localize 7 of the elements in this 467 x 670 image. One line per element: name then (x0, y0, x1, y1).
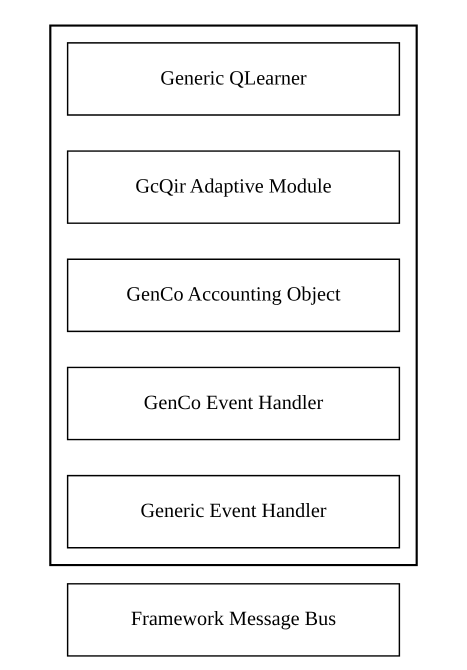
node-box: GenCo Accounting Object (66, 258, 400, 332)
node-box: Generic Event Handler (66, 474, 400, 548)
node-box: GcQir Adaptive Module (66, 150, 400, 224)
node-box: Framework Message Bus (66, 583, 400, 657)
cluster (49, 24, 418, 566)
node-box: GenCo Event Handler (66, 366, 400, 440)
node-box: Generic QLearner (66, 42, 400, 116)
